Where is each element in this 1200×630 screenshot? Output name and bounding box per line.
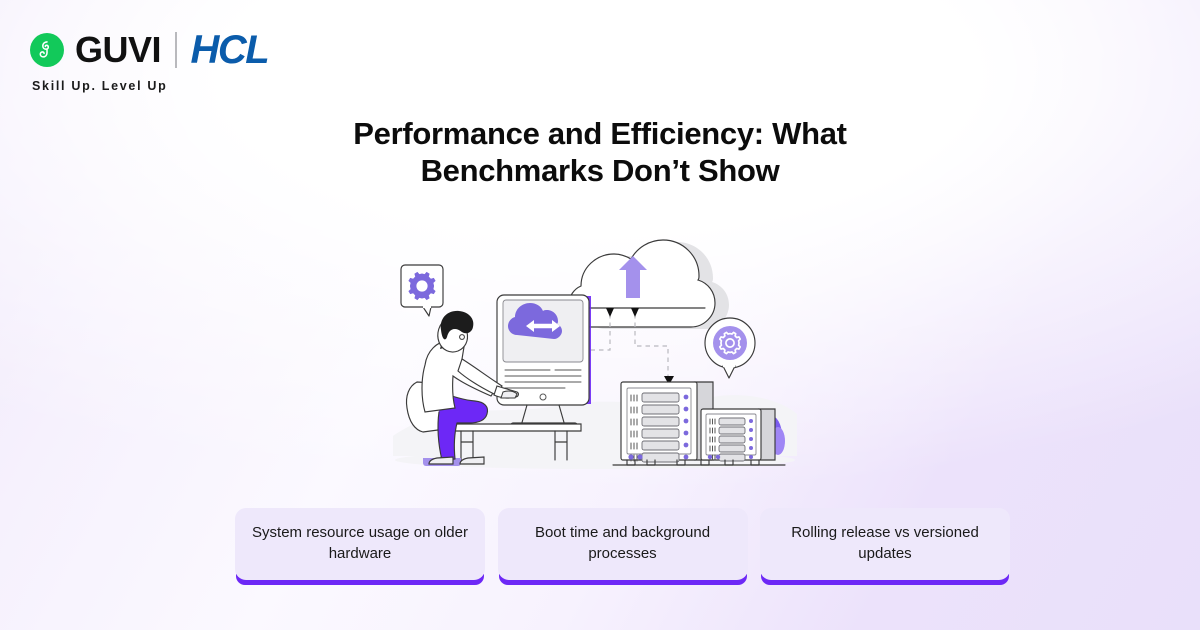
server-rack-large-icon — [620, 381, 714, 466]
guvi-snail-logo-icon — [30, 33, 64, 67]
developer-at-desk-figure — [405, 310, 519, 466]
gear-badge-bubble-icon — [704, 317, 756, 379]
upload-cloud-icon — [568, 239, 729, 329]
desktop-monitor-with-cloud-sync-icon — [496, 294, 591, 431]
cloud-server-developer-illustration: .ln { fill:none; stroke:#3a3a3a; stroke-… — [385, 210, 805, 485]
topic-card-label-1: System resource usage on older hardware — [235, 508, 485, 580]
topic-card-label-2: Boot time and background processes — [497, 508, 748, 580]
topic-card-label-3: Rolling release vs versioned updates — [760, 508, 1010, 580]
logo-divider — [175, 32, 177, 68]
logo-row: GUVI HCL — [30, 28, 270, 72]
topic-card-3[interactable]: Rolling release vs versioned updates — [760, 508, 1010, 585]
guvi-wordmark: GUVI — [75, 29, 162, 70]
server-rack-small-icon — [612, 408, 786, 466]
gear-speech-bubble-icon — [400, 264, 444, 317]
hcl-wordmark: HCL — [190, 28, 270, 72]
topic-card-1[interactable]: System resource usage on older hardware — [235, 508, 485, 585]
brand-logo-block: GUVI HCL Skill Up. Level Up — [30, 28, 270, 93]
brand-tagline: Skill Up. Level Up — [32, 79, 168, 93]
page-title: Performance and Efficiency: What Benchma… — [353, 116, 847, 188]
topic-card-2[interactable]: Boot time and background processes — [497, 508, 748, 585]
topic-card-list: System resource usage on older hardware … — [235, 508, 1010, 585]
